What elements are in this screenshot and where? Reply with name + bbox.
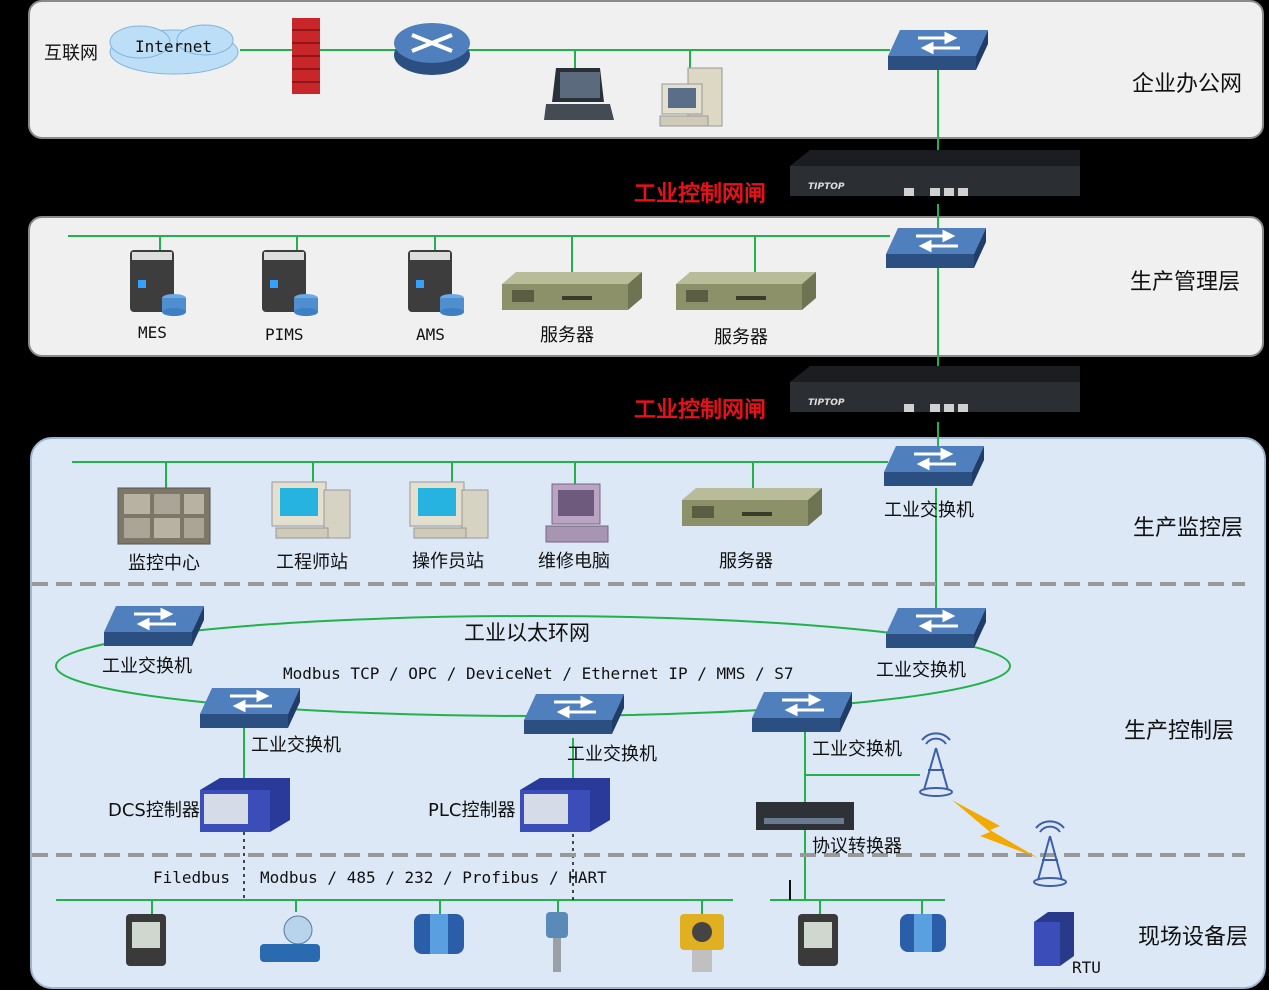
layer-control: 生产控制层 [1124, 719, 1235, 744]
management-zone [28, 216, 1264, 357]
switch-label-3: 工业交换机 [251, 735, 341, 756]
laptop-icon [544, 68, 614, 120]
cloud-icon [109, 24, 239, 75]
monitoring-switch-icon [882, 444, 986, 488]
device-label-operator-station: 操作员站 [412, 551, 484, 572]
fieldbus-label: Filedbus [153, 868, 231, 887]
device-label-mes: MES [138, 323, 167, 342]
router-icon [394, 23, 470, 75]
protocol-converter-icon [756, 802, 854, 830]
gateway-2-brand: TIPTOP [808, 398, 845, 408]
cloud-label: Internet [135, 37, 213, 56]
maintenance-pc-icon [545, 483, 609, 543]
rtu-icon [1034, 912, 1074, 966]
rack-server-1-icon [502, 272, 642, 310]
layer-field: 现场设备层 [1138, 925, 1249, 950]
operator-station-icon [409, 481, 489, 539]
power-meter-2-icon [798, 914, 838, 966]
office-switch-icon [886, 28, 990, 72]
ring-switch-2-icon [884, 606, 988, 650]
dcs-label: DCS控制器 [108, 800, 200, 821]
firewall-icon [292, 18, 320, 94]
engineer-station-icon [271, 481, 351, 539]
ams-server-icon [408, 250, 464, 316]
switch-label-4: 工业交换机 [567, 744, 657, 765]
converter-label: 协议转换器 [812, 836, 902, 857]
monitoring-server-icon [682, 488, 822, 526]
fieldbus-protocols-label: Modbus / 485 / 232 / Profibus / HART [260, 868, 607, 887]
dcs-controller-icon [200, 778, 290, 832]
device-label-monitor-center: 监控中心 [128, 553, 200, 574]
ring-switch-1-icon [102, 604, 206, 648]
layer-management: 生产管理层 [1130, 270, 1241, 295]
layer-monitoring: 生产监控层 [1133, 516, 1244, 541]
device-label-monitoring-server: 服务器 [719, 551, 773, 572]
gateway-1-brand: TIPTOP [808, 182, 845, 192]
desktop-icon [659, 67, 723, 127]
switch-label-2: 工业交换机 [876, 660, 966, 681]
video-wall-icon [117, 487, 211, 545]
protocol-label: Modbus TCP / OPC / DeviceNet / Ethernet … [283, 664, 794, 683]
internet-label: 互联网 [44, 43, 98, 64]
water-meter-icon [260, 915, 320, 962]
monitoring-switch-label: 工业交换机 [884, 500, 974, 521]
device-label-pims: PIMS [265, 325, 304, 344]
flowmeter-2-icon [900, 914, 946, 952]
layer-office: 企业办公网 [1132, 72, 1243, 97]
device-label-ams: AMS [416, 325, 445, 344]
plc-label: PLC控制器 [428, 800, 516, 821]
wireless-link-icon [952, 800, 1038, 858]
rtu-label: RTU [1072, 958, 1101, 977]
ring-switch-5-icon [750, 690, 854, 734]
pressure-transmitter-icon [546, 912, 568, 972]
switch-label-5: 工业交换机 [812, 739, 902, 760]
pims-server-icon [262, 250, 318, 316]
device-label-server-2: 服务器 [714, 327, 768, 348]
plc-controller-icon [520, 778, 610, 832]
gas-detector-icon [680, 914, 724, 972]
gateway-2-label: 工业控制网闸 [634, 398, 767, 423]
device-label-server-1: 服务器 [540, 325, 594, 346]
ring-switch-3-icon [198, 686, 302, 730]
mes-server-icon [130, 250, 186, 316]
gateway-1-label: 工业控制网闸 [634, 182, 767, 207]
power-meter-1-icon [126, 914, 166, 966]
flowmeter-1-icon [414, 914, 464, 954]
office-zone [28, 0, 1264, 139]
management-switch-icon [884, 226, 988, 270]
device-label-engineer-station: 工程师站 [276, 552, 348, 573]
device-label-maintenance-pc: 维修电脑 [538, 551, 610, 572]
rack-server-2-icon [676, 272, 816, 310]
antenna-2-icon [1033, 820, 1067, 887]
ring-label: 工业以太环网 [464, 621, 590, 645]
ring-switch-4-icon [522, 692, 626, 736]
antenna-1-icon [919, 732, 953, 797]
switch-label-1: 工业交换机 [102, 656, 192, 677]
